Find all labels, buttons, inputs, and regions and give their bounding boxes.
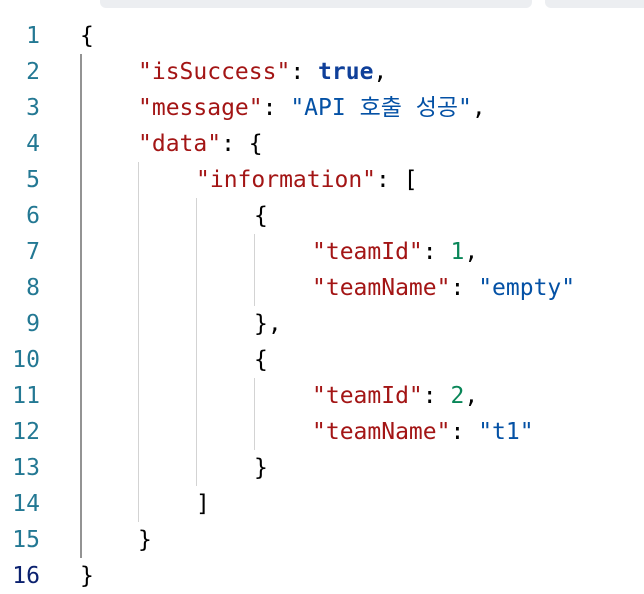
json-punctuation: , [464, 383, 479, 409]
line-number: 8 [26, 275, 40, 301]
line-number: 12 [12, 419, 40, 445]
indent-guide [196, 198, 197, 486]
line-number: 7 [26, 239, 40, 265]
code-line[interactable]: 13} [0, 450, 644, 486]
code-line[interactable]: 9}, [0, 306, 644, 342]
json-punctuation: : [450, 275, 479, 301]
code-content: "isSuccess": true, [138, 54, 387, 90]
json-punctuation: , [373, 59, 388, 85]
json-punctuation: : [262, 95, 291, 121]
json-key: "data" [138, 131, 222, 157]
code-line[interactable]: 16} [0, 558, 644, 594]
json-punctuation: { [80, 23, 94, 49]
line-number: 3 [26, 95, 40, 121]
code-content: { [254, 342, 268, 378]
indent-guide [254, 234, 255, 306]
json-punctuation: : { [221, 131, 263, 157]
json-punctuation: } [80, 563, 94, 589]
code-line[interactable]: 4 "data": { [0, 126, 644, 162]
line-number: 5 [26, 167, 40, 193]
code-content: "teamName": "empty" [312, 270, 575, 306]
code-line[interactable]: 14] [0, 486, 644, 522]
code-line[interactable]: 3 "message": "API 호출 성공", [0, 90, 644, 126]
code-content: "teamName": "t1" [312, 414, 534, 450]
code-content: { [254, 198, 268, 234]
editor-tab-strip [100, 0, 532, 8]
indent-guide [138, 162, 139, 522]
json-punctuation: { [254, 203, 268, 229]
editor-tab-strip-right [545, 0, 644, 8]
json-punctuation: , [471, 95, 486, 121]
code-content: { [80, 18, 94, 54]
line-number: 9 [26, 311, 40, 337]
code-content: ] [196, 486, 210, 522]
code-content: }, [254, 306, 282, 342]
line-number: 1 [26, 23, 40, 49]
code-line[interactable]: 6{ [0, 198, 644, 234]
indent-guide [80, 54, 82, 558]
json-punctuation: : [422, 383, 451, 409]
json-punctuation: : [290, 59, 319, 85]
code-line[interactable]: 11 "teamId": 2, [0, 378, 644, 414]
line-number: 11 [12, 383, 40, 409]
line-number: 16 [12, 563, 40, 589]
json-key: "teamId" [312, 239, 423, 265]
json-punctuation: ] [196, 491, 210, 517]
line-number: 13 [12, 455, 40, 481]
code-content: "data": { [138, 126, 263, 162]
line-number: 10 [12, 347, 40, 373]
code-line[interactable]: 10 { [0, 342, 644, 378]
line-number: 15 [12, 527, 40, 553]
json-punctuation: : [450, 419, 479, 445]
code-line[interactable]: 2 "isSuccess": true, [0, 54, 644, 90]
json-punctuation: } [138, 527, 152, 553]
line-number: 6 [26, 203, 40, 229]
line-number: 4 [26, 131, 40, 157]
line-number: 14 [12, 491, 40, 517]
json-punctuation: }, [254, 311, 282, 337]
json-number-value: 1 [450, 239, 465, 265]
code-line[interactable]: 7 "teamId": 1, [0, 234, 644, 270]
code-line[interactable]: 1{ [0, 18, 644, 54]
code-content: } [80, 558, 94, 594]
json-punctuation: { [254, 347, 268, 373]
json-string-value: "empty" [478, 275, 576, 301]
code-content: "message": "API 호출 성공", [138, 90, 486, 126]
code-line[interactable]: 12 "teamName": "t1" [0, 414, 644, 450]
json-punctuation: , [464, 239, 479, 265]
code-content: "information": [ [196, 162, 418, 198]
json-punctuation: : [ [376, 167, 418, 193]
json-key: "teamId" [312, 383, 423, 409]
json-punctuation: : [422, 239, 451, 265]
json-string-value: "t1" [478, 419, 534, 445]
json-key: "teamName" [312, 419, 451, 445]
json-punctuation: } [254, 455, 268, 481]
json-key: "teamName" [312, 275, 451, 301]
code-content: "teamId": 2, [312, 378, 478, 414]
json-key: "message" [138, 95, 263, 121]
code-content: } [138, 522, 152, 558]
code-line[interactable]: 5 "information": [ [0, 162, 644, 198]
code-line[interactable]: 8 "teamName": "empty" [0, 270, 644, 306]
code-content: "teamId": 1, [312, 234, 478, 270]
line-number: 2 [26, 59, 40, 85]
code-content: } [254, 450, 268, 486]
json-boolean-value: true [318, 59, 374, 85]
code-line[interactable]: 15} [0, 522, 644, 558]
json-number-value: 2 [450, 383, 465, 409]
indent-guide [254, 378, 255, 450]
json-key: "information" [196, 167, 377, 193]
json-string-value: "API 호출 성공" [290, 95, 472, 121]
json-key: "isSuccess" [138, 59, 291, 85]
